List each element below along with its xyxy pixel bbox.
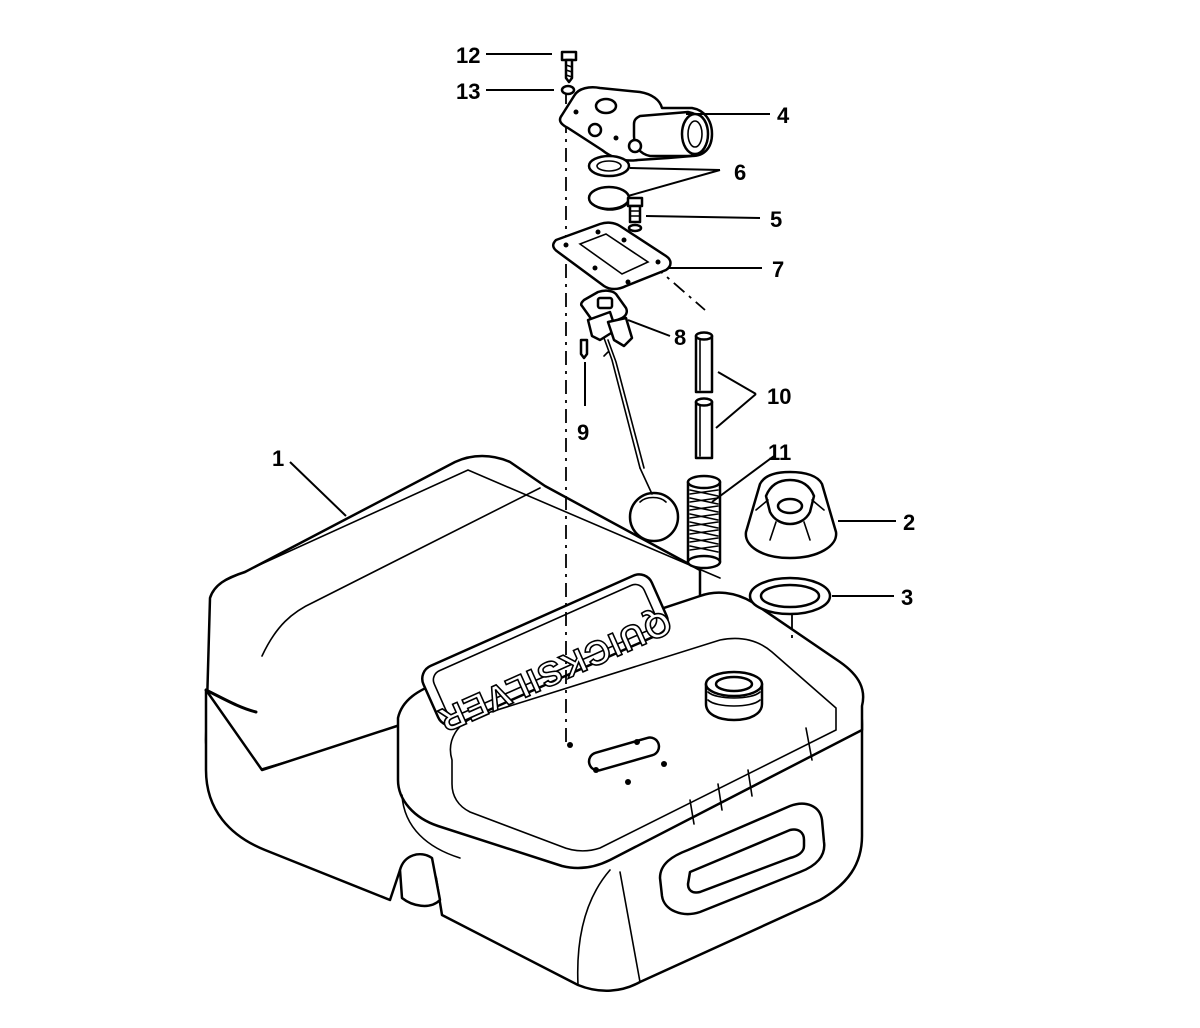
screw-hole	[634, 739, 640, 745]
tank-foot	[398, 853, 442, 908]
callout-13: 13	[456, 79, 480, 104]
callout-1: 1	[272, 446, 284, 471]
gasket-part-7	[552, 221, 672, 291]
seal-part-6	[587, 154, 631, 211]
callout-6: 6	[734, 160, 746, 185]
tank-front-edge	[401, 794, 461, 859]
screw-part-12	[560, 50, 578, 84]
fuel-tank	[204, 454, 865, 992]
callout-10: 10	[767, 384, 791, 409]
sender-opening	[587, 736, 661, 772]
tank-rear-top-edge	[221, 469, 721, 583]
leader-lines	[289, 53, 896, 597]
fastener-part-9	[579, 338, 589, 360]
callout-2: 2	[903, 510, 915, 535]
fuel-gauge-sender-part-8	[579, 289, 680, 543]
tank-front-ribs	[689, 727, 813, 825]
screw-hole	[661, 761, 667, 767]
screw-hole	[625, 779, 631, 785]
sender-housing-part-4	[558, 86, 714, 162]
screw-hole	[593, 767, 599, 773]
callout-12: 12	[456, 43, 480, 68]
callout-8: 8	[674, 325, 686, 350]
tank-left-seam	[204, 688, 258, 714]
assembly-centerline-pickup	[629, 244, 706, 311]
tank-front-face	[576, 869, 641, 986]
callouts: 1 2 3 4 5 6 7 8 9 10 11 12 13	[272, 43, 915, 610]
callout-3: 3	[901, 585, 913, 610]
filler-neck	[704, 670, 764, 722]
callout-4: 4	[777, 103, 790, 128]
tank-handle-grip	[686, 828, 806, 894]
fitting-part-5	[626, 196, 644, 233]
callout-11: 11	[768, 440, 791, 465]
fill-cap-part-2	[744, 470, 838, 560]
tank-rear-step	[261, 487, 541, 657]
pickup-tubes-part-10	[694, 331, 714, 460]
callout-5: 5	[770, 207, 782, 232]
filter-screen-part-11	[686, 474, 722, 570]
screw-hole	[567, 742, 573, 748]
washer-part-13	[560, 84, 576, 96]
callout-7: 7	[772, 257, 784, 282]
callout-9: 9	[577, 420, 589, 445]
cap-gasket-part-3	[748, 576, 832, 616]
